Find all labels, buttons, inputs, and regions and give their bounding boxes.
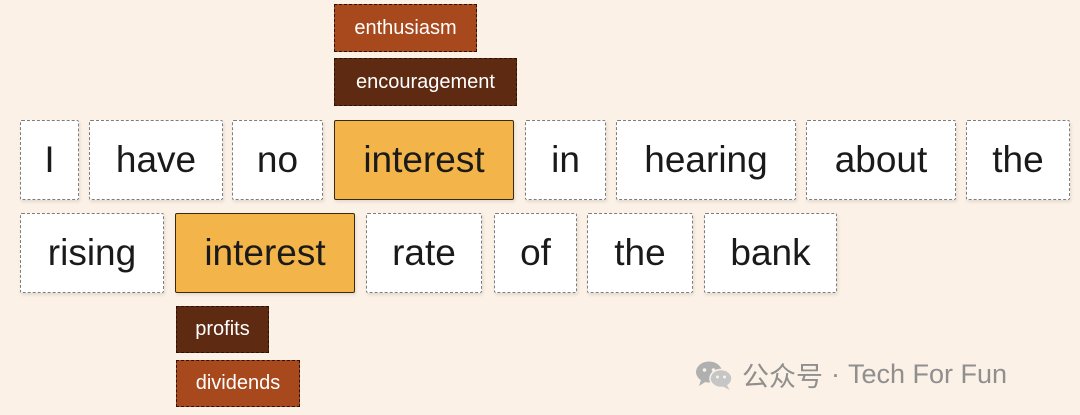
word-the-2: the [587,213,693,293]
word-bank: bank [704,213,837,293]
word-rising: rising [20,213,164,293]
word-about: about [806,120,956,200]
word-no: no [232,120,323,200]
watermark-name: Tech For Fun [848,359,1008,389]
word-hearing: hearing [616,120,796,200]
sense-tag-profits: profits [176,306,269,353]
word-in: in [525,120,606,200]
word-interest-highlighted-2: interest [175,213,355,293]
watermark: 公众号 · Tech For Fun [694,355,1007,394]
watermark-channel: 公众号 [742,362,823,392]
sense-tag-encouragement: encouragement [334,58,517,106]
word-of: of [494,213,577,293]
sense-tag-dividends: dividends [176,360,300,407]
word-the: the [966,120,1070,200]
word-have: have [89,120,223,200]
word-interest-highlighted: interest [334,120,514,200]
watermark-separator: · [831,359,840,389]
word-rate: rate [366,213,482,293]
wechat-icon [696,361,733,390]
sense-tag-enthusiasm: enthusiasm [334,4,477,52]
word-i: I [20,120,79,200]
